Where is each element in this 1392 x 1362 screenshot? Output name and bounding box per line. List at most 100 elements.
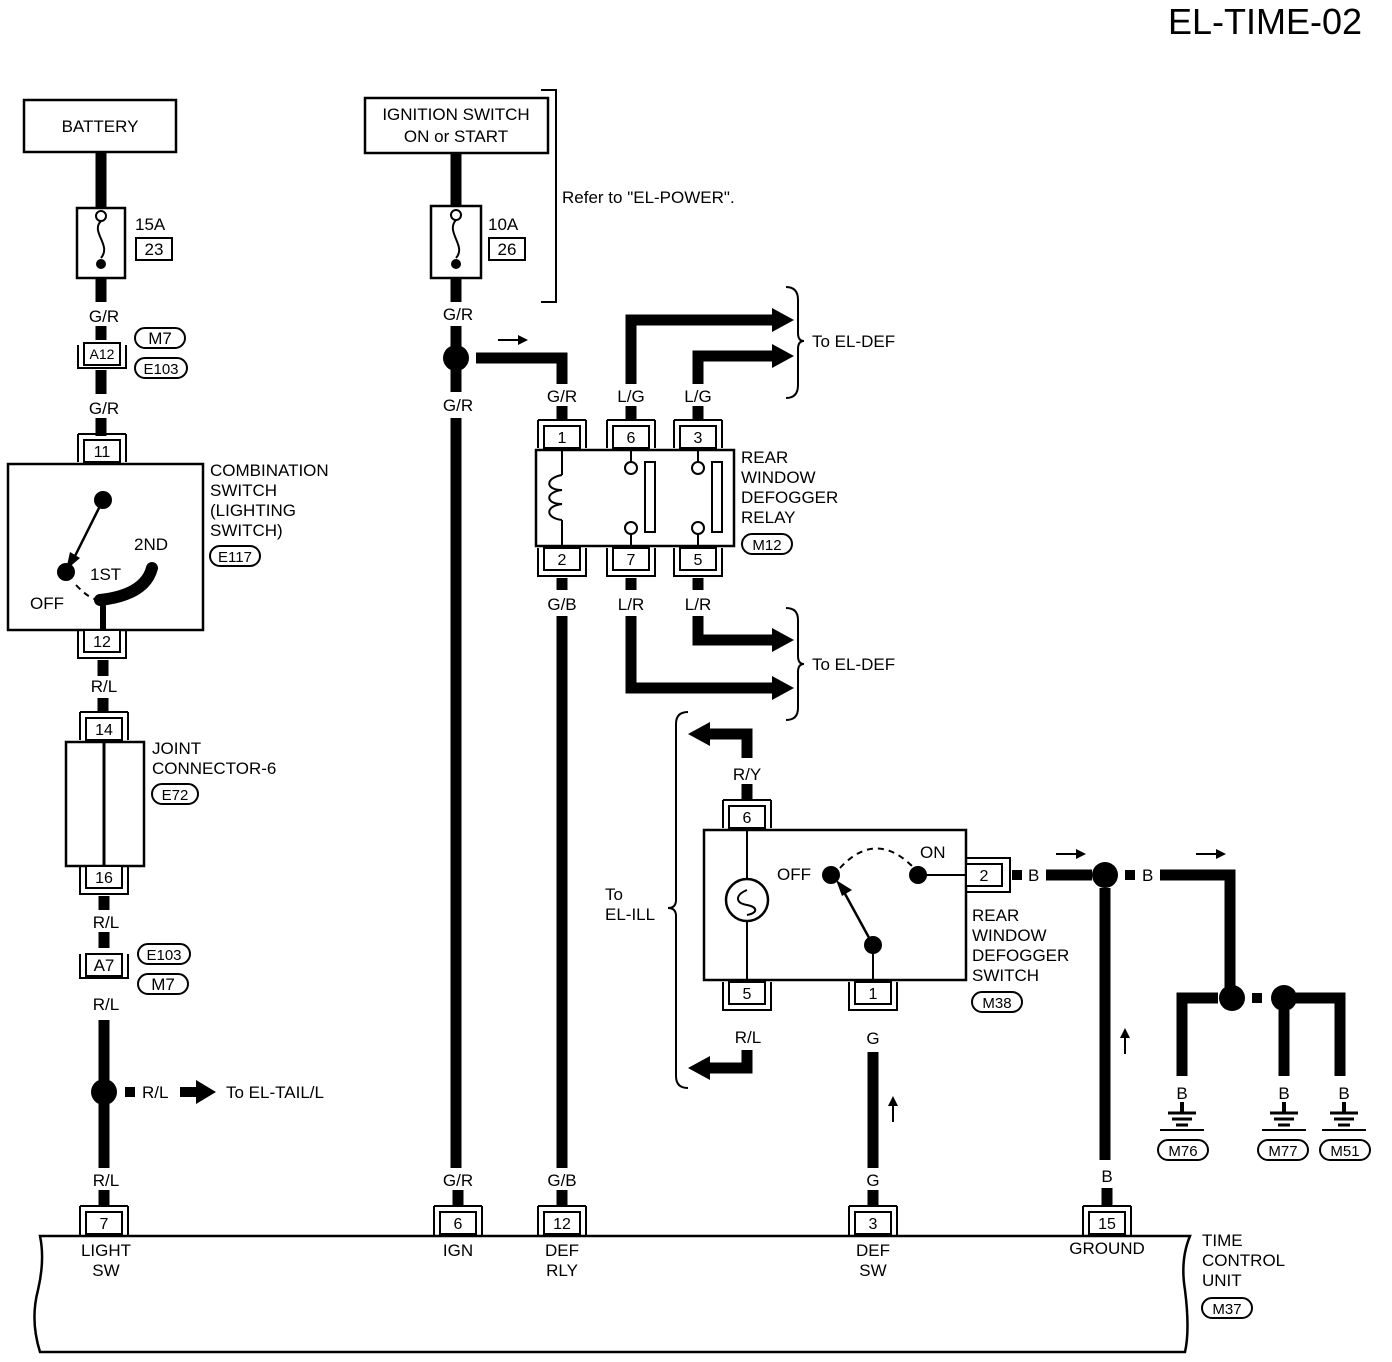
sw-pin-1: 1 xyxy=(869,986,878,1003)
comb-name-2: SWITCH xyxy=(210,481,277,500)
tcu-name-3: UNIT xyxy=(1202,1271,1242,1290)
comb-pin-12: 12 xyxy=(93,634,111,651)
sw-name-1: REAR xyxy=(972,906,1019,925)
ref-el-ill-1: To xyxy=(605,885,623,904)
tcu-pin-12: 12 xyxy=(553,1216,571,1233)
tcu-label-def1: DEF xyxy=(545,1241,579,1260)
badge-e103-bottom xyxy=(137,943,191,965)
relay-pin-1: 1 xyxy=(558,430,567,447)
badge-m38 xyxy=(971,991,1023,1013)
relay-name-1: REAR xyxy=(741,448,788,467)
ref-el-def-bottom: To EL-DEF xyxy=(812,655,895,674)
badge-e103-top-text: E103 xyxy=(143,361,178,378)
relay-name-2: WINDOW xyxy=(741,468,816,487)
badge-m76 xyxy=(1157,1139,1209,1161)
tcu-label-sw2: SW xyxy=(859,1261,886,1280)
relay-pin-2: 2 xyxy=(558,552,567,569)
pos-2nd: 2ND xyxy=(134,535,168,554)
wire-lr-7: L/R xyxy=(618,595,644,614)
tcu-body xyxy=(33,1234,1192,1354)
pos-1st: 1ST xyxy=(90,565,121,584)
sw-name-4: SWITCH xyxy=(972,966,1039,985)
tcu-pin-6: 6 xyxy=(454,1216,463,1233)
fuse-15a-num: 23 xyxy=(145,240,164,259)
wire-gr-1: G/R xyxy=(89,307,119,326)
wire-lg-6: L/G xyxy=(617,387,644,406)
wire-b-tcu: B xyxy=(1101,1167,1112,1186)
badge-e117 xyxy=(209,545,261,567)
connector-a12: A12 xyxy=(90,346,115,362)
badge-e72-text: E72 xyxy=(162,787,189,804)
defogger-switch: R/Y 6 OFF ON 2 5 1 REAR WINDOW DEFOGGE xyxy=(605,711,1069,1206)
relay-pin-7: 7 xyxy=(627,552,636,569)
badge-m38-text: M38 xyxy=(982,995,1011,1012)
relay-pin-5: 5 xyxy=(694,552,703,569)
badge-e103-bottom-text: E103 xyxy=(146,947,181,964)
sw-pos-on: ON xyxy=(920,843,946,862)
fuse-10a-amps: 10A xyxy=(488,215,519,234)
tcu-label-light: LIGHT xyxy=(81,1241,131,1260)
relay-name-3: DEFOGGER xyxy=(741,488,838,507)
ref-el-def-top: To EL-DEF xyxy=(812,332,895,351)
ignition-line-2: ON or START xyxy=(404,127,508,146)
jc-pin-14: 14 xyxy=(95,722,113,739)
pos-off: OFF xyxy=(30,594,64,613)
sw-pin-5: 5 xyxy=(743,986,752,1003)
jc-name-2: CONNECTOR-6 xyxy=(152,759,276,778)
ignition-branch: IGNITION SWITCH ON or START Refer to "EL… xyxy=(363,89,735,1206)
badge-m77 xyxy=(1257,1139,1309,1161)
badge-e103-top xyxy=(134,357,188,379)
badge-m51-text: M51 xyxy=(1330,1143,1359,1160)
badge-m12 xyxy=(741,533,793,555)
ground-b-m51: B xyxy=(1338,1084,1349,1103)
badge-m37 xyxy=(1201,1297,1253,1319)
wire-rl-1: R/L xyxy=(91,677,117,696)
tcu-label-sw1: SW xyxy=(92,1261,119,1280)
badge-m37-text: M37 xyxy=(1212,1301,1241,1318)
tcu-label-ground: GROUND xyxy=(1069,1239,1145,1258)
wire-ry: R/Y xyxy=(733,765,761,784)
ground-b-m77: B xyxy=(1278,1084,1289,1103)
comb-name-3: (LIGHTING xyxy=(210,501,296,520)
ref-el-tail: To EL-TAIL/L xyxy=(226,1083,324,1102)
ground-symbol-m51 xyxy=(1322,1102,1366,1131)
sw-pin-2: 2 xyxy=(980,868,989,885)
comb-name-4: SWITCH) xyxy=(210,521,283,540)
badge-m7-top xyxy=(134,327,186,349)
wire-rl-4: R/L xyxy=(93,1171,119,1190)
defogger-relay: G/R L/G L/G To EL-DEF 1 6 3 xyxy=(534,286,895,1206)
badge-m7-bottom-text: M7 xyxy=(151,975,175,994)
tcu-name-1: TIME xyxy=(1202,1231,1243,1250)
wire-g-sw: G xyxy=(866,1029,879,1048)
ref-el-ill-2: EL-ILL xyxy=(605,905,655,924)
wire-rl-tail: R/L xyxy=(142,1083,168,1102)
wire-gr-2: G/R xyxy=(89,399,119,418)
battery-box xyxy=(22,98,178,154)
tcu-label-ign: IGN xyxy=(443,1241,473,1260)
ground-b-m76: B xyxy=(1176,1084,1187,1103)
jc-name-1: JOINT xyxy=(152,739,201,758)
wire-gb-tcu: G/B xyxy=(547,1171,576,1190)
wire-rl-3: R/L xyxy=(93,995,119,1014)
comb-name-1: COMBINATION xyxy=(210,461,329,480)
badge-e72 xyxy=(151,783,199,805)
badge-m7-bottom xyxy=(137,973,189,995)
tcu-label-rly: RLY xyxy=(546,1261,578,1280)
sw-name-2: WINDOW xyxy=(972,926,1047,945)
badge-m77-text: M77 xyxy=(1268,1143,1297,1160)
relay-pin-6: 6 xyxy=(627,430,636,447)
ground-symbol-m77 xyxy=(1262,1102,1306,1131)
wire-gr-ign-1: G/R xyxy=(443,305,473,324)
tcu-pin-7: 7 xyxy=(100,1216,109,1233)
wire-rl-sw: R/L xyxy=(735,1028,761,1047)
ground-network: B B B B B B xyxy=(1012,849,1371,1206)
wire-lr-5: L/R xyxy=(685,595,711,614)
time-control-unit: 7 LIGHT SW 6 IGN 12 DEF RLY 3 DEF SW 15 … xyxy=(33,1205,1285,1354)
diagram-title: EL-TIME-02 xyxy=(1168,1,1362,42)
ignition-switch-box xyxy=(363,96,550,155)
refer-note: Refer to "EL-POWER". xyxy=(562,188,735,207)
tcu-name-2: CONTROL xyxy=(1202,1251,1285,1270)
wire-b-2: B xyxy=(1142,866,1153,885)
relay-pin-3: 3 xyxy=(694,430,703,447)
sw-name-3: DEFOGGER xyxy=(972,946,1069,965)
